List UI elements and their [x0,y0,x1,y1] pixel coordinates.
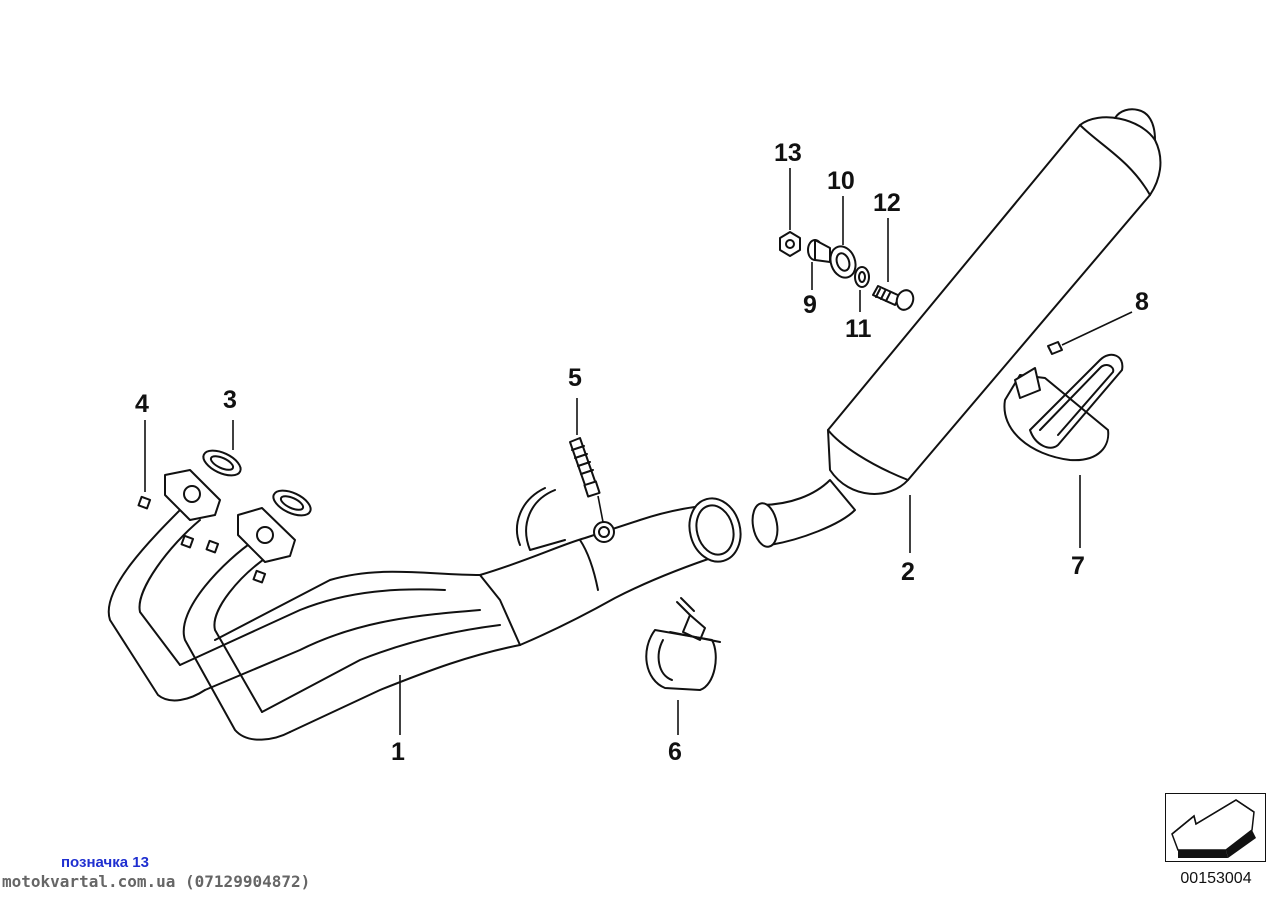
watermark-tag: позначка 13 [61,854,149,871]
label-part-7: 7 [1071,552,1085,580]
label-part-12: 12 [873,189,901,217]
label-part-3: 3 [223,386,237,414]
leader-lines [144,168,1133,735]
label-part-8: 8 [1135,288,1149,316]
header-pipe-assembly[interactable] [107,469,748,741]
label-part-5: 5 [568,364,582,392]
silencer-bracket[interactable] [1003,353,1124,462]
label-part-2: 2 [901,558,915,586]
screw[interactable] [1047,341,1063,355]
label-part-11: 11 [845,315,872,343]
label-part-1: 1 [391,738,405,766]
diagram-reference-number: 00153004 [1180,870,1252,887]
watermark-site: motokvartal.com.ua (07129904872) [2,872,311,891]
gasket[interactable] [200,445,315,520]
label-part-4: 4 [135,390,149,418]
label-part-6: 6 [668,738,682,766]
arrow-icon [1171,799,1256,858]
silencer[interactable] [749,108,1162,548]
pipe-clamp[interactable] [645,597,721,691]
part-labels: 1 2 3 4 5 6 7 8 9 10 11 12 13 [135,139,1149,766]
oxygen-sensor[interactable] [569,437,601,498]
label-part-10: 10 [827,167,855,195]
label-part-9: 9 [803,291,817,319]
orientation-arrow-box [1165,793,1266,862]
mounting-hardware[interactable] [779,231,916,312]
label-part-13: 13 [774,139,802,167]
